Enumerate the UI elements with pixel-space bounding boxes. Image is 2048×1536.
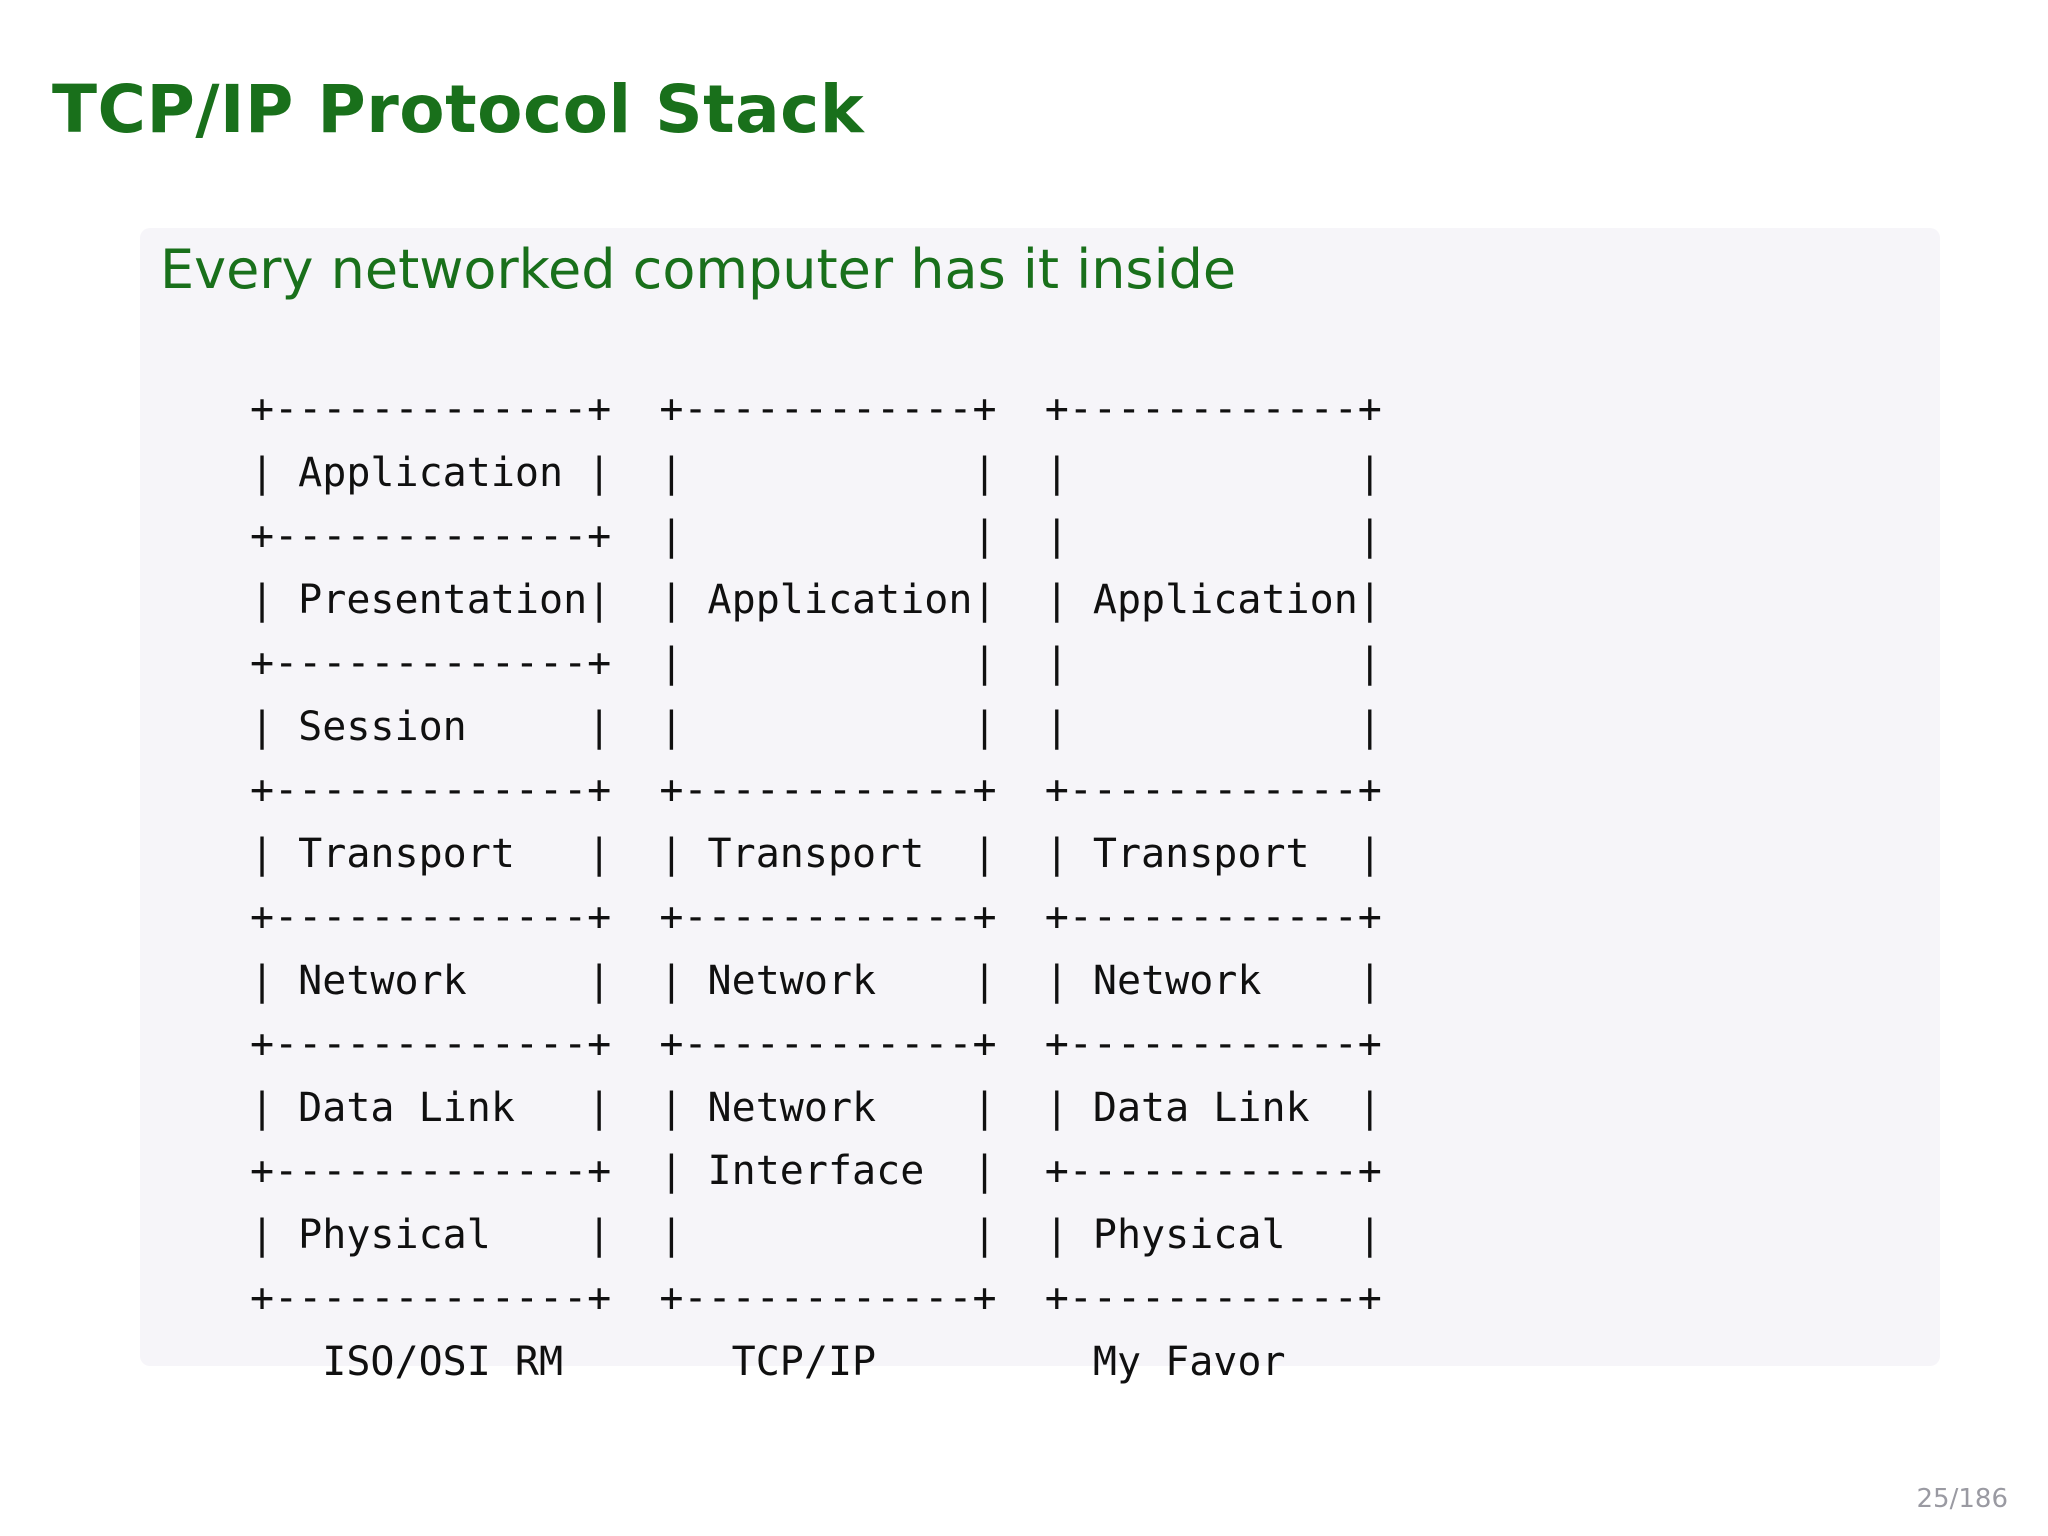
content-block: Every networked computer has it inside +… [140, 228, 1940, 1385]
protocol-stack-ascii-diagram: +-------------+ +------------+ +--------… [250, 386, 1382, 1385]
page-title: TCP/IP Protocol Stack [52, 71, 865, 149]
page-number: 25/186 [1916, 1484, 2008, 1514]
block-heading: Every networked computer has it inside [160, 238, 1237, 301]
